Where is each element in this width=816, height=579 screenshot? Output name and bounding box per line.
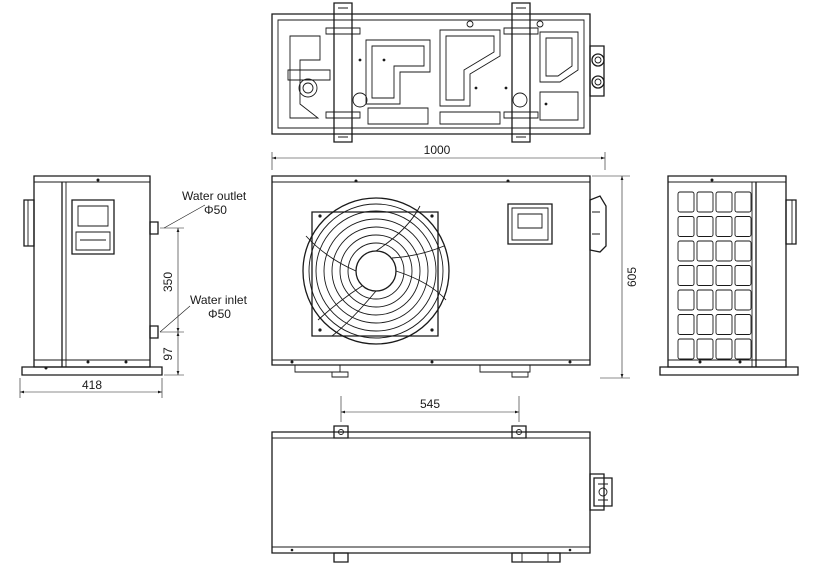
grille-cell	[734, 338, 752, 360]
dim-foot-spacing-label: 545	[420, 397, 440, 411]
bottom-view	[271, 425, 613, 563]
evaporator-grille	[677, 191, 752, 360]
grille-cell	[734, 240, 752, 262]
dim-height: 605	[592, 175, 639, 379]
grille-cell	[677, 314, 695, 335]
dim-depth: 418	[19, 378, 163, 398]
mount-bracket-right	[511, 2, 531, 143]
water-outlet-callout: Water outlet Φ50	[163, 189, 247, 229]
front-view	[271, 175, 607, 378]
grille-cell	[677, 216, 695, 237]
grille-cell	[715, 314, 733, 335]
outlet-pipe	[149, 221, 159, 235]
grille-cell	[696, 240, 714, 262]
grille-cell	[696, 216, 714, 237]
dim-pipe-spacing: 350	[160, 227, 184, 333]
water-inlet-callout: Water inlet Φ50	[159, 293, 248, 333]
dim-width: 1000	[271, 143, 606, 170]
dim-depth-label: 418	[82, 378, 102, 392]
grille-cell	[715, 338, 733, 360]
side-cabinet	[33, 175, 151, 368]
grille-cell	[734, 314, 752, 335]
grille-cell	[677, 338, 695, 360]
dim-height-label: 605	[625, 267, 639, 287]
grille-cell	[734, 289, 752, 311]
control-panel	[507, 203, 553, 245]
dim-pipe-spacing-label: 350	[161, 272, 175, 292]
inlet-pipe	[149, 325, 159, 339]
grille-cell	[715, 289, 733, 311]
grille-cell	[677, 240, 695, 262]
water-inlet-label: Water inlet	[190, 293, 248, 307]
right-side-view	[659, 175, 799, 376]
grille-cell	[677, 289, 695, 311]
grille-cell	[677, 191, 695, 213]
front-cabinet	[271, 175, 591, 366]
grille-cell	[734, 216, 752, 237]
grille-cell	[696, 338, 714, 360]
top-view	[271, 2, 605, 143]
grille-cell	[715, 240, 733, 262]
water-outlet-size: Φ50	[204, 203, 227, 217]
dim-inlet-height-label: 97	[161, 347, 175, 361]
mount-bracket-left	[333, 2, 353, 143]
dim-foot-spacing: 545	[340, 396, 520, 422]
grille-cell	[715, 191, 733, 213]
grille-cell	[734, 191, 752, 213]
fan-grille	[302, 197, 450, 345]
grille-cell	[677, 265, 695, 286]
dim-inlet-height: 97	[161, 332, 184, 376]
grille-cell	[715, 265, 733, 286]
grille-cell	[696, 289, 714, 311]
grille-cell	[696, 265, 714, 286]
dim-width-label: 1000	[424, 143, 451, 157]
grille-cell	[715, 216, 733, 237]
grille-cell	[696, 191, 714, 213]
grille-cell	[696, 314, 714, 335]
left-side-view	[21, 175, 163, 376]
grille-cell	[734, 265, 752, 286]
top-pipe-housing	[589, 45, 605, 97]
side-handle	[71, 199, 115, 255]
water-outlet-label: Water outlet	[182, 189, 247, 203]
water-inlet-size: Φ50	[208, 307, 231, 321]
